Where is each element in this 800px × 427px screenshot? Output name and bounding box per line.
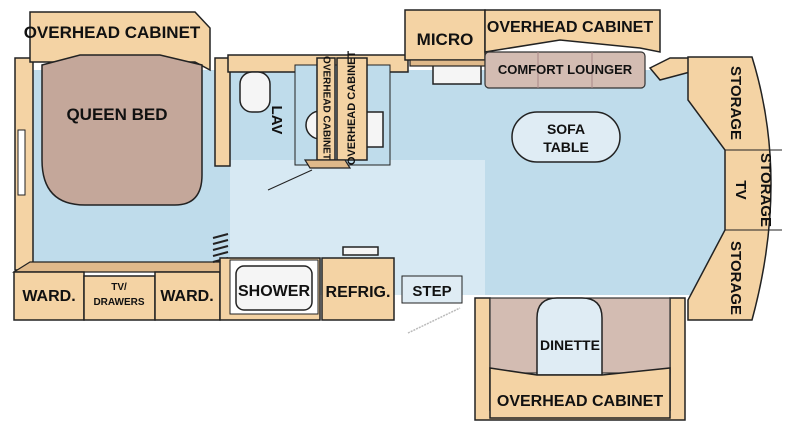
dinette-label: DINETTE xyxy=(540,337,600,353)
wardrobe-right[interactable] xyxy=(154,271,221,321)
micro-label: MICRO xyxy=(417,30,474,49)
ward-right-label: WARD. xyxy=(160,288,213,305)
wardrobe-left[interactable] xyxy=(13,271,85,321)
entry-door-swing xyxy=(407,307,461,334)
overhead-cabinet-bath-2 xyxy=(336,57,368,161)
galley-counter xyxy=(409,59,486,67)
window xyxy=(17,129,26,196)
micro[interactable] xyxy=(404,9,486,61)
door-swing xyxy=(267,169,313,191)
bath-door-trim xyxy=(303,159,352,169)
bath-wall xyxy=(214,57,231,167)
shower[interactable] xyxy=(235,265,313,311)
queen-bed-label: QUEEN BED xyxy=(66,105,167,124)
front-storage xyxy=(687,56,772,321)
overhead-cabinet-dinette xyxy=(489,367,671,419)
sofa-table-label-2: TABLE xyxy=(543,139,589,155)
refrig[interactable] xyxy=(321,257,395,321)
queen-bed[interactable] xyxy=(41,54,203,206)
tv-label: TV xyxy=(732,180,749,199)
overhead-cabinet-bath-2-label: OVERHEAD CABINET xyxy=(346,51,358,166)
tv-drawers[interactable] xyxy=(83,275,156,321)
overhead-cabinet-dinette-label: OVERHEAD CABINET xyxy=(497,393,663,410)
overhead-cabinet-bed-label: OVERHEAD CABINET xyxy=(24,23,201,42)
tv-drawers-label-2: DRAWERS xyxy=(93,297,144,308)
accordion-door xyxy=(212,233,229,263)
tv-drawers-label-1: TV/ xyxy=(111,282,127,293)
storage-mid-label: STORAGE xyxy=(757,153,774,227)
overhead-cabinet-lounger xyxy=(484,9,661,53)
storage-bottom-label: STORAGE xyxy=(727,241,744,315)
lav-label: LAV xyxy=(268,106,285,135)
overhead-cabinet-bath-1-label: OVERHEAD CABINET xyxy=(320,56,331,160)
entry-step[interactable] xyxy=(401,275,463,304)
step-label: STEP xyxy=(412,283,451,300)
refrig-label: REFRIG. xyxy=(326,284,391,301)
comfort-lounger-label: COMFORT LOUNGER xyxy=(498,62,633,77)
overhead-cabinet-lounger-label: OVERHEAD CABINET xyxy=(487,19,653,36)
wardrobe-top xyxy=(11,261,226,273)
ward-left-label: WARD. xyxy=(22,288,75,305)
storage-top-label: STORAGE xyxy=(727,66,744,140)
sofa-table-label-1: SOFA xyxy=(547,121,585,137)
dinette-table[interactable] xyxy=(536,297,603,376)
shower-label: SHOWER xyxy=(238,283,310,300)
sofa-table[interactable] xyxy=(511,111,621,163)
toilet xyxy=(239,71,271,113)
refrig-top-vent xyxy=(342,246,379,256)
comfort-lounger[interactable] xyxy=(484,51,646,89)
front-floor xyxy=(485,80,730,295)
